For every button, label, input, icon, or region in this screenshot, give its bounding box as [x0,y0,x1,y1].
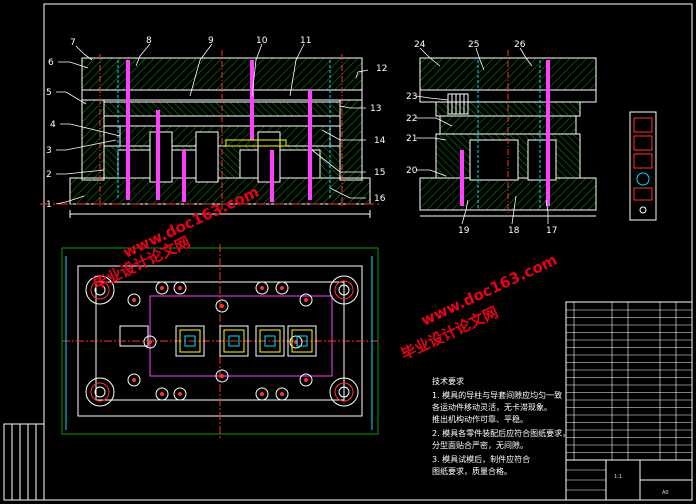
part-number-label: 1 [46,200,52,210]
front-section-view [40,50,380,218]
part-number-label: 13 [370,104,381,114]
parts-list-table [565,301,693,501]
plan-hole [299,373,313,387]
title-block-scale: 1:1 [614,474,622,480]
part-number-label: 21 [406,134,417,144]
parts-list-rows [566,309,692,453]
plan-hole [275,281,289,295]
part-number-label: 7 [70,38,76,48]
part-number-label: 8 [146,36,152,46]
plan-hole [127,293,141,307]
technical-notes-line: 3. 模具试模后，制件应符合 [432,454,530,464]
plan-view [61,244,379,438]
plan-cavity [255,325,285,357]
side-section-view [419,50,597,217]
technical-notes-line: 2. 模具各零件装配后应符合图纸要求， [432,428,570,438]
technical-notes-title: 技术要求 [432,376,464,386]
plan-hole [155,281,169,295]
part-number-label: 12 [376,64,387,74]
part-number-label: 25 [468,40,479,50]
part-number-label: 6 [48,58,54,68]
corner-bolt [329,275,359,305]
part-number-label: 16 [374,194,386,204]
plan-hole [173,281,187,295]
part-number-label: 18 [508,226,520,236]
part-number-label: 4 [50,120,56,130]
plan-hole [215,369,229,383]
plan-hole [255,387,269,401]
corner-bolt [329,377,359,407]
part-number-label: 15 [374,168,385,178]
part-number-label: 2 [46,170,52,180]
technical-notes-line: 1. 模具的导柱与导套间隙应均匀一致 [432,390,562,400]
part-number-label: 10 [256,36,268,46]
part-number-label: 14 [374,136,386,146]
technical-notes-line: 图纸要求，质量合格。 [432,466,512,476]
part-number-label: 24 [414,40,426,50]
corner-bolt [85,275,115,305]
part-number-label: 3 [46,146,52,156]
part-number-label: 19 [458,226,470,236]
plan-holes [127,281,313,401]
plan-cavity [287,325,317,357]
technical-notes-line: 分型面贴合严密，无间隙。 [432,440,528,450]
drawing-frame [43,3,693,501]
plan-hole [215,299,229,313]
part-number-label: 20 [406,166,418,176]
plan-cavities [175,325,317,357]
title-block: 1:1 A0 [565,459,693,501]
technical-notes-line: 各运动件移动灵活，无卡滞现象。 [432,402,552,412]
plan-hole [143,335,157,349]
plan-hole [275,387,289,401]
part-number-label: 17 [546,226,557,236]
plan-hole [155,387,169,401]
part-number-label: 5 [46,88,52,98]
title-block-sheet: A0 [662,490,669,496]
part-number-label: 26 [514,40,526,50]
plan-hole [173,387,187,401]
part-number-label: 22 [406,114,417,124]
plan-corner-bolts [85,275,359,407]
part-number-label: 9 [208,36,214,46]
plan-hole [299,293,313,307]
left-revision-strip [3,423,45,501]
corner-bolt [85,377,115,407]
plan-cavity [175,325,205,357]
leader-lines-left [55,43,369,205]
technical-notes-line: 推出机构动作可靠、平稳。 [432,414,528,424]
plan-hole [255,281,269,295]
plan-hole [127,373,141,387]
part-number-label: 11 [300,36,311,46]
plan-cavity [219,325,249,357]
detail-strip-view [629,111,657,221]
leader-lines-right [415,47,549,225]
part-number-label: 23 [406,92,417,102]
technical-notes: 技术要求 1. 模具的导柱与导套间隙应均匀一致 各运动件移动灵活，无卡滞现象。 … [432,376,570,476]
